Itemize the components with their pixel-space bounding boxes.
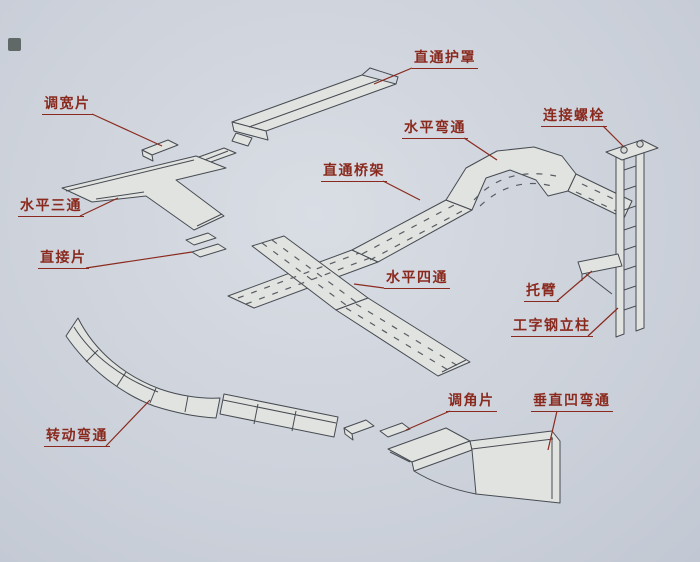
label-width-adjust-plate: 调宽片 (42, 96, 93, 115)
scan-blemish (8, 38, 21, 51)
label-straight-tray: 直通桥架 (321, 163, 387, 182)
label-horizontal-cross: 水平四通 (384, 270, 450, 289)
leader-lines (79, 67, 625, 451)
label-support-arm: 托臂 (524, 283, 559, 302)
part-bottom-tray (219, 393, 339, 438)
part-vertical-concave-bend (387, 427, 561, 504)
part-horizontal-cross (227, 235, 379, 311)
connecting-bolt-shape (636, 140, 644, 148)
part-straight-cover (231, 67, 399, 147)
part-horizontal-tee (61, 155, 227, 231)
label-rotating-bend: 转动弯通 (44, 428, 110, 447)
column-cap-plate (605, 139, 659, 161)
label-connecting-bolt: 连接螺栓 (541, 108, 607, 127)
part-direct-plates (185, 232, 227, 258)
label-direct-plate: 直接片 (38, 250, 89, 269)
connecting-bolt-shape (620, 146, 628, 154)
part-straight-tray (351, 199, 473, 263)
label-i-beam-column: 工字钢立柱 (511, 318, 593, 337)
label-straight-cover: 直通护罩 (412, 50, 478, 69)
part-horizontal-bend (445, 146, 577, 211)
label-vertical-concave-bend: 垂直凹弯通 (531, 393, 613, 412)
label-horizontal-bend: 水平弯通 (402, 120, 468, 139)
part-i-beam-column (605, 139, 659, 338)
part-rotating-bend (65, 317, 221, 419)
part-support-arm (577, 253, 623, 295)
part-branch-tray (335, 297, 471, 377)
label-horizontal-tee: 水平三通 (18, 198, 84, 217)
part-angle-adjust-plates (343, 419, 411, 441)
label-angle-adjust-plate: 调角片 (446, 393, 497, 412)
